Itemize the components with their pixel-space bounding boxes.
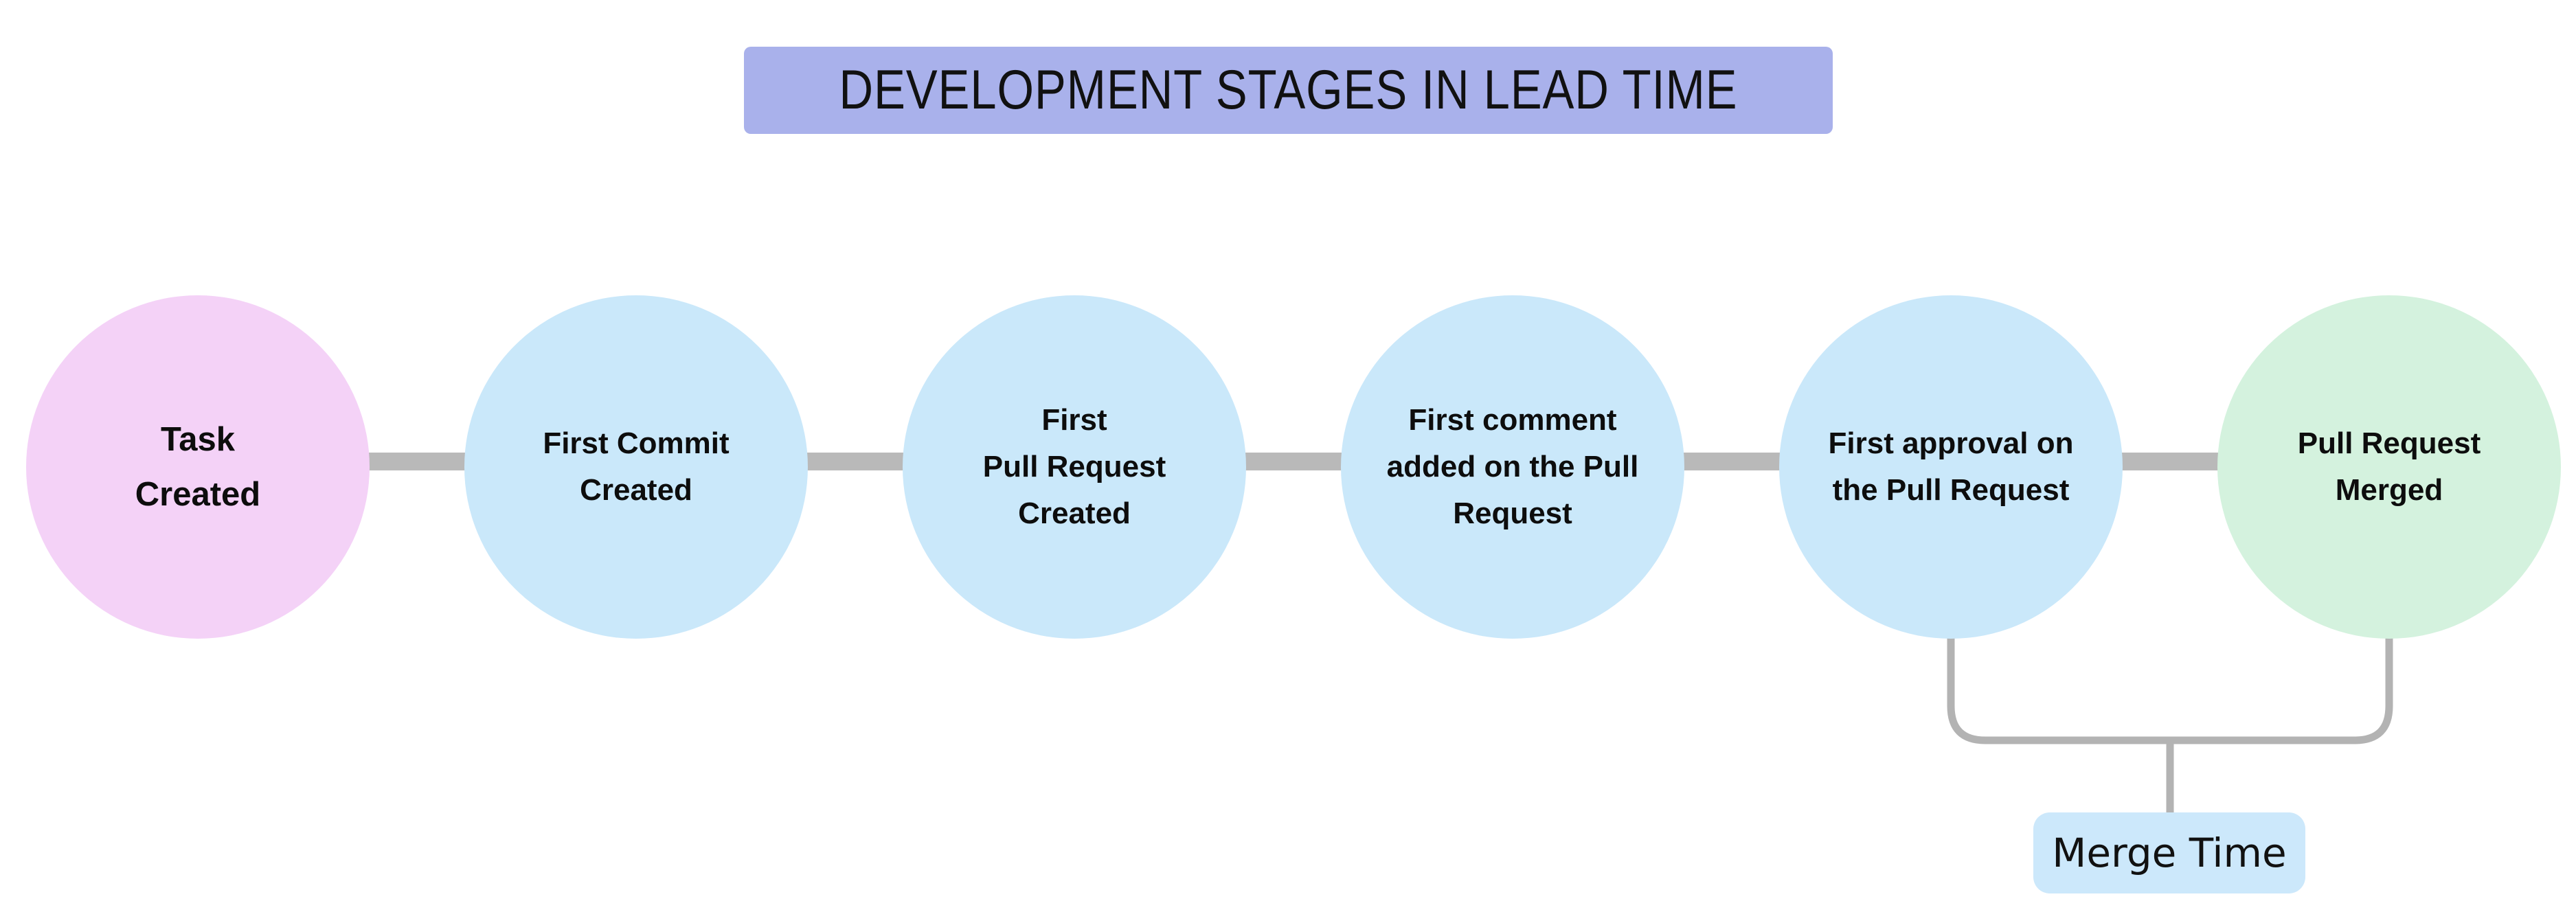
stage-label-line: Pull Request xyxy=(2297,426,2481,460)
merge-time-bracket-path xyxy=(1947,635,2393,744)
stage-label-line: Created xyxy=(135,476,261,513)
stage-label-line: First xyxy=(1041,403,1107,437)
stage-label-line: Merged xyxy=(2335,473,2443,507)
stage-label-line: First approval on xyxy=(1828,426,2074,460)
merge-time-label-text: Merge Time xyxy=(2052,830,2287,876)
diagram-title-text: DEVELOPMENT STAGES IN LEAD TIME xyxy=(839,59,1738,121)
stage-circle-first-approval: First approval on the Pull Request xyxy=(1779,295,2123,639)
stage-label-line: Created xyxy=(580,473,692,507)
stage-label-line: Created xyxy=(1018,497,1131,530)
stage-label-line: First comment xyxy=(1408,403,1617,437)
stage-label-line: Task xyxy=(160,421,236,458)
stage-label-line: First Commit xyxy=(543,426,730,460)
diagram-title: DEVELOPMENT STAGES IN LEAD TIME xyxy=(744,47,1833,134)
stage-label-line: added on the Pull xyxy=(1386,450,1639,483)
stage-label-line: Pull Request xyxy=(982,450,1166,483)
stage-label-line: Request xyxy=(1453,497,1572,530)
merge-time-label: Merge Time xyxy=(2033,812,2305,893)
stage-label-line: the Pull Request xyxy=(1832,473,2070,507)
